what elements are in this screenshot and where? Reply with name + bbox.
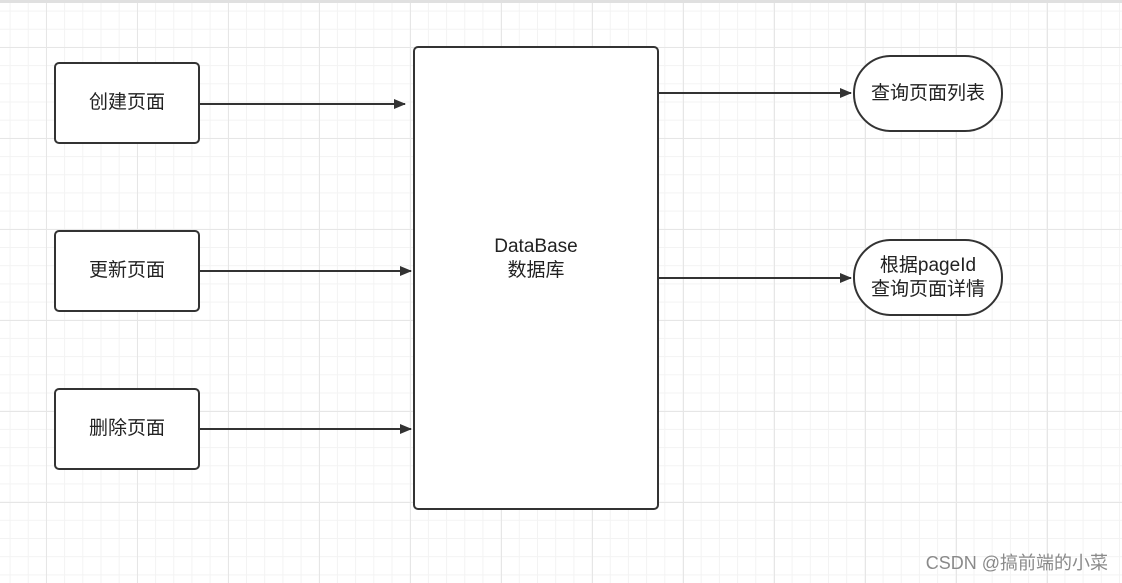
create-page-label: 创建页面 [88, 92, 165, 113]
query-page-detail-label-line2: 查询页面详情 [870, 278, 985, 300]
query-page-detail-node[interactable]: 根据pageId 查询页面详情 [853, 239, 1003, 316]
delete-page-label: 删除页面 [88, 418, 165, 439]
database-label-line1: DataBase [494, 236, 578, 257]
update-page-node[interactable]: 更新页面 [54, 230, 200, 312]
query-page-list-node[interactable]: 查询页面列表 [853, 55, 1003, 132]
database-label-line2: 数据库 [507, 260, 565, 281]
query-page-detail-label-line1: 根据pageId [879, 254, 977, 276]
database-node[interactable]: DataBase 数据库 [413, 46, 659, 510]
query-page-detail-label: 根据pageId 查询页面详情 [871, 254, 985, 302]
create-page-node[interactable]: 创建页面 [54, 62, 200, 144]
database-label: DataBase 数据库 [494, 235, 577, 283]
watermark: CSDN @搞前端的小菜 [925, 553, 1108, 573]
update-page-label: 更新页面 [88, 260, 165, 281]
delete-page-node[interactable]: 删除页面 [54, 388, 200, 470]
query-page-list-label: 查询页面列表 [870, 82, 985, 104]
